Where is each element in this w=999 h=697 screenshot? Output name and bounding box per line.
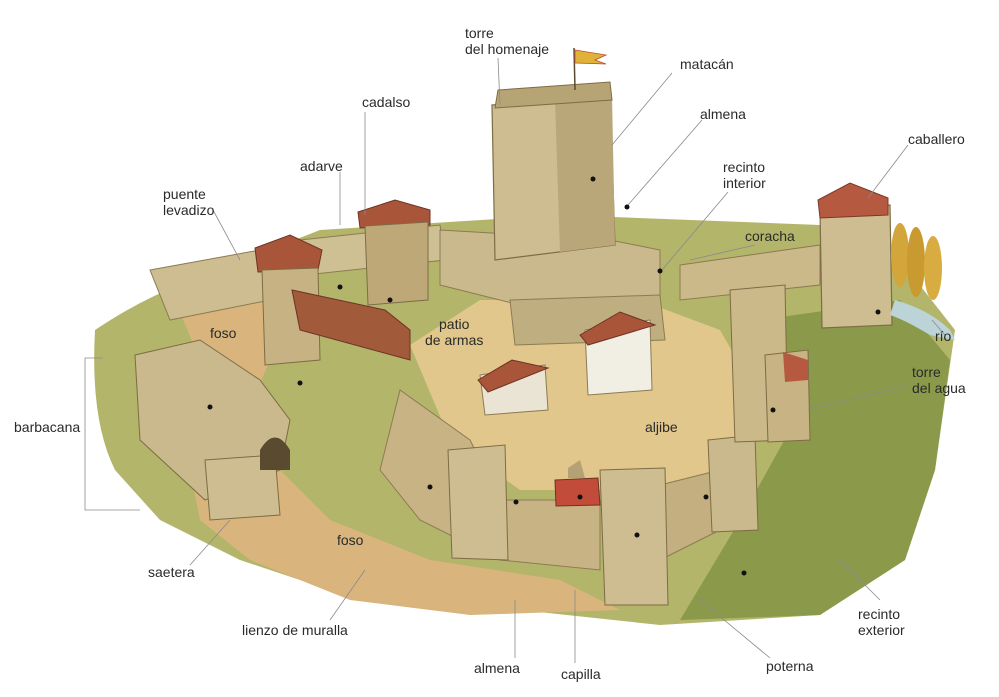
label-saetera: saetera xyxy=(148,564,195,580)
house-low-roof xyxy=(477,359,550,393)
chapel-bell xyxy=(568,460,585,478)
label-rio: río xyxy=(935,328,952,344)
label-barbacana: barbacana xyxy=(14,419,81,435)
front-tower-right xyxy=(707,434,759,533)
label-puente-levadizo: puente levadizo xyxy=(163,186,214,218)
barbican-arch xyxy=(260,437,290,470)
label-almena-bottom: almena xyxy=(474,660,520,676)
label-foso-upper: foso xyxy=(210,325,237,341)
label-foso-lower: foso xyxy=(337,532,364,548)
moat xyxy=(175,285,620,615)
river xyxy=(890,300,955,340)
hoarding-gallery xyxy=(291,289,411,361)
label-line: exterior xyxy=(858,622,905,638)
label-line: levadizo xyxy=(163,202,215,218)
front-tower-center xyxy=(599,467,669,606)
label-line: patio xyxy=(439,316,470,332)
label-caballero: caballero xyxy=(908,131,965,147)
label-line: del agua xyxy=(912,380,966,396)
label-torre-del-agua: torre del agua xyxy=(912,364,966,396)
tree-2 xyxy=(907,227,925,297)
tree-1 xyxy=(891,223,909,287)
label-recinto-exterior: recinto exterior xyxy=(858,606,905,638)
keep-top xyxy=(494,81,613,109)
label-line: torre xyxy=(465,25,494,41)
tree-3 xyxy=(924,236,942,300)
marker-dots xyxy=(207,176,881,576)
leader-lines xyxy=(84,57,946,663)
hill-slope-right xyxy=(680,300,950,620)
label-line: recinto xyxy=(858,606,901,622)
label-line: de armas xyxy=(425,332,484,348)
chapel xyxy=(554,477,601,507)
caballero-tower xyxy=(819,204,893,329)
label-patio-de-armas: patio de armas xyxy=(425,316,483,348)
label-torre-del-homenaje: torre del homenaje xyxy=(465,25,549,57)
label-line: torre xyxy=(912,364,941,380)
gate-tower xyxy=(261,267,321,366)
flag xyxy=(574,49,608,65)
label-coracha: coracha xyxy=(745,228,795,244)
barbican-tower xyxy=(204,454,281,521)
label-matacan: matacán xyxy=(680,56,734,72)
caballero-roof xyxy=(817,182,889,219)
label-almena-top: almena xyxy=(700,106,746,122)
label-capilla: capilla xyxy=(561,666,601,682)
label-recinto-interior: recinto interior xyxy=(723,159,766,191)
label-lienzo-de-muralla: lienzo de muralla xyxy=(242,622,348,638)
label-aljibe: aljibe xyxy=(645,419,678,435)
label-adarve: adarve xyxy=(300,158,343,174)
inner-courtyard xyxy=(410,300,760,490)
label-line: puente xyxy=(163,186,206,202)
gate-tower-roof xyxy=(254,234,323,273)
label-poterna: poterna xyxy=(766,658,814,674)
label-line: del homenaje xyxy=(465,41,550,57)
flagpole xyxy=(573,47,576,91)
torre-del-agua-roof xyxy=(783,352,808,382)
label-cadalso: cadalso xyxy=(362,94,411,110)
label-line: interior xyxy=(723,175,766,191)
cadalso-tower xyxy=(364,221,429,306)
cadalso-roof xyxy=(357,199,431,229)
front-tower-left xyxy=(447,444,509,561)
house-white-roof xyxy=(579,311,657,346)
keep-tower-side xyxy=(555,96,615,252)
label-line: recinto xyxy=(723,159,766,175)
